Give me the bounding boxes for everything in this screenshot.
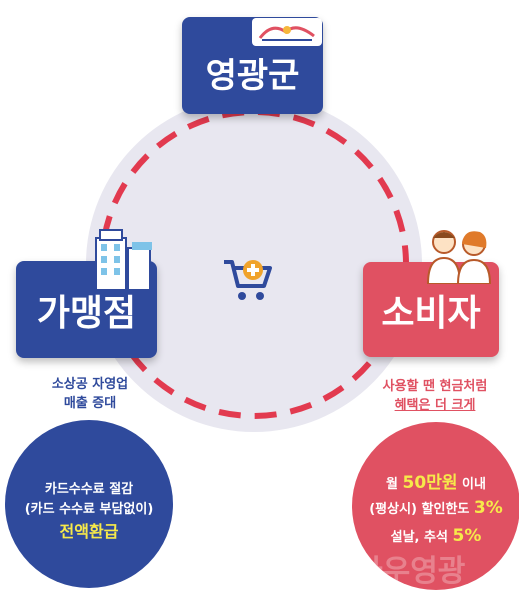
people-icon bbox=[426, 230, 492, 284]
consumer-discount-prefix: (평상시) 할인한도 bbox=[369, 502, 474, 517]
shopping-cart-plus-icon bbox=[224, 260, 272, 300]
yeonggwang-logo bbox=[252, 18, 322, 46]
consumer-limit-line: 월 50만원 이내 bbox=[352, 468, 519, 493]
consumer-discount-line: (평상시) 할인한도 3% bbox=[352, 498, 519, 518]
consumer-caption-line: 혜택은 더 크게 bbox=[365, 396, 505, 415]
consumer-holiday-rate: 5% bbox=[452, 526, 482, 546]
consumer-benefit-circle: 월 50만원 이내 (평상시) 할인한도 3% 설날, 추석 5% bbox=[352, 422, 519, 590]
consumer-caption-underlined: 혜택은 더 크게 bbox=[394, 398, 476, 413]
building-icon bbox=[95, 229, 152, 290]
merchant-caption-line: 매출 증대 bbox=[63, 396, 117, 411]
consumer-limit-amount: 50만원 bbox=[402, 473, 458, 493]
merchant-caption-line: 소상공 자영업 bbox=[51, 377, 129, 392]
merchant-benefit-highlight: 전액환급 bbox=[59, 522, 119, 541]
merchant-caption: 소상공 자영업 매출 증대 bbox=[20, 375, 160, 413]
consumer-holiday-prefix: 설날, 추석 bbox=[390, 530, 453, 545]
consumer-limit-prefix: 월 bbox=[386, 477, 403, 492]
consumer-holiday-line: 설날, 추석 5% bbox=[352, 526, 519, 546]
merchant-benefit-line: (카드 수수료 부담없이) bbox=[24, 502, 154, 517]
consumer-limit-suffix: 이내 bbox=[457, 477, 486, 492]
merchant-benefit-line: 카드수수료 절감 bbox=[44, 482, 134, 497]
merchant-benefit-circle: 카드수수료 절감 (카드 수수료 부담없이) 전액환급 bbox=[5, 420, 173, 588]
merchant-label: 가맹점 bbox=[36, 292, 137, 334]
consumer-caption: 사용할 땐 현금처럼 혜택은 더 크게 bbox=[365, 377, 505, 415]
consumer-caption-line: 사용할 땐 현금처럼 bbox=[382, 379, 488, 394]
consumer-label: 소비자 bbox=[381, 292, 481, 334]
watermark: 바우영광 bbox=[355, 554, 466, 589]
yeonggwang-label: 영광군 bbox=[205, 56, 300, 96]
consumer-discount-rate: 3% bbox=[473, 498, 503, 518]
merchant-box: 가맹점 bbox=[16, 261, 157, 358]
